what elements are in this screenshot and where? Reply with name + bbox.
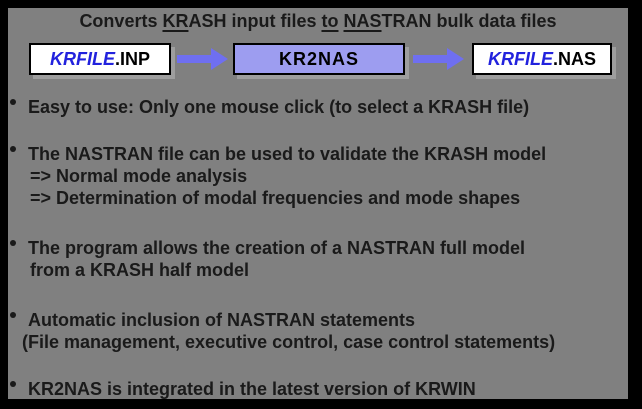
- bullet-icon: [10, 240, 16, 246]
- bullet-icon: [10, 146, 16, 152]
- title-segment: ASH input files: [188, 11, 322, 31]
- title-segment: TRAN bulk data files: [381, 11, 557, 31]
- bullet-line: The NASTRAN file can be used to validate…: [28, 144, 547, 164]
- program-label: KR2NAS: [278, 48, 359, 69]
- bullet-subline: (File management, executive control, cas…: [22, 332, 556, 352]
- bullet-item-easy-to-use: Easy to use: Only one mouse click (to se…: [8, 96, 628, 118]
- output-file-name: KRFILE: [487, 48, 553, 69]
- arrow-wrap: [405, 48, 472, 70]
- bullet-icon: [10, 99, 16, 105]
- bullet-item-validate-model: The NASTRAN file can be used to validate…: [8, 143, 628, 209]
- bullet-line: KR2NAS is integrated in the latest versi…: [28, 379, 476, 399]
- bullet-line: Automatic inclusion of NASTRAN statement…: [28, 310, 416, 330]
- output-file-ext: .NAS: [552, 48, 596, 69]
- bullet-item-full-model: The program allows the creation of a NAS…: [8, 237, 628, 281]
- program-box: KR2NAS: [233, 43, 405, 75]
- conversion-flow-diagram: KRFILE.INP KR2NAS KRFILE.NAS: [29, 41, 628, 77]
- bullet-line: The program allows the creation of a NAS…: [28, 238, 526, 258]
- bullet-item-krwin-integration: KR2NAS is integrated in the latest versi…: [8, 378, 628, 399]
- bullet-subline: => Normal mode analysis: [30, 166, 248, 186]
- bullet-line: Easy to use: Only one mouse click (to se…: [28, 97, 530, 117]
- title-segment-underlined: to: [321, 11, 339, 31]
- output-file-box: KRFILE.NAS: [472, 43, 612, 75]
- bullet-subline: => Determination of modal frequencies an…: [30, 188, 521, 208]
- input-file-box: KRFILE.INP: [29, 43, 171, 75]
- bullet-item-automatic-inclusion: Automatic inclusion of NASTRAN statement…: [8, 309, 628, 353]
- slide-title: Converts KRASH input files to NASTRAN bu…: [8, 10, 628, 32]
- title-segment-underlined: NAS: [343, 11, 382, 31]
- arrow-right-icon: [413, 48, 464, 70]
- input-file-name: KRFILE: [49, 48, 115, 69]
- title-segment: Converts: [79, 11, 163, 31]
- arrow-right-icon: [176, 48, 228, 70]
- title-segment-underlined: KR: [162, 11, 189, 31]
- input-file-ext: .INP: [114, 48, 150, 69]
- bullet-subline: from a KRASH half model: [30, 260, 250, 280]
- bullet-icon: [10, 381, 16, 387]
- bullet-icon: [10, 312, 16, 318]
- arrow-wrap: [171, 48, 233, 70]
- slide-frame: Converts KRASH input files to NASTRAN bu…: [8, 8, 628, 399]
